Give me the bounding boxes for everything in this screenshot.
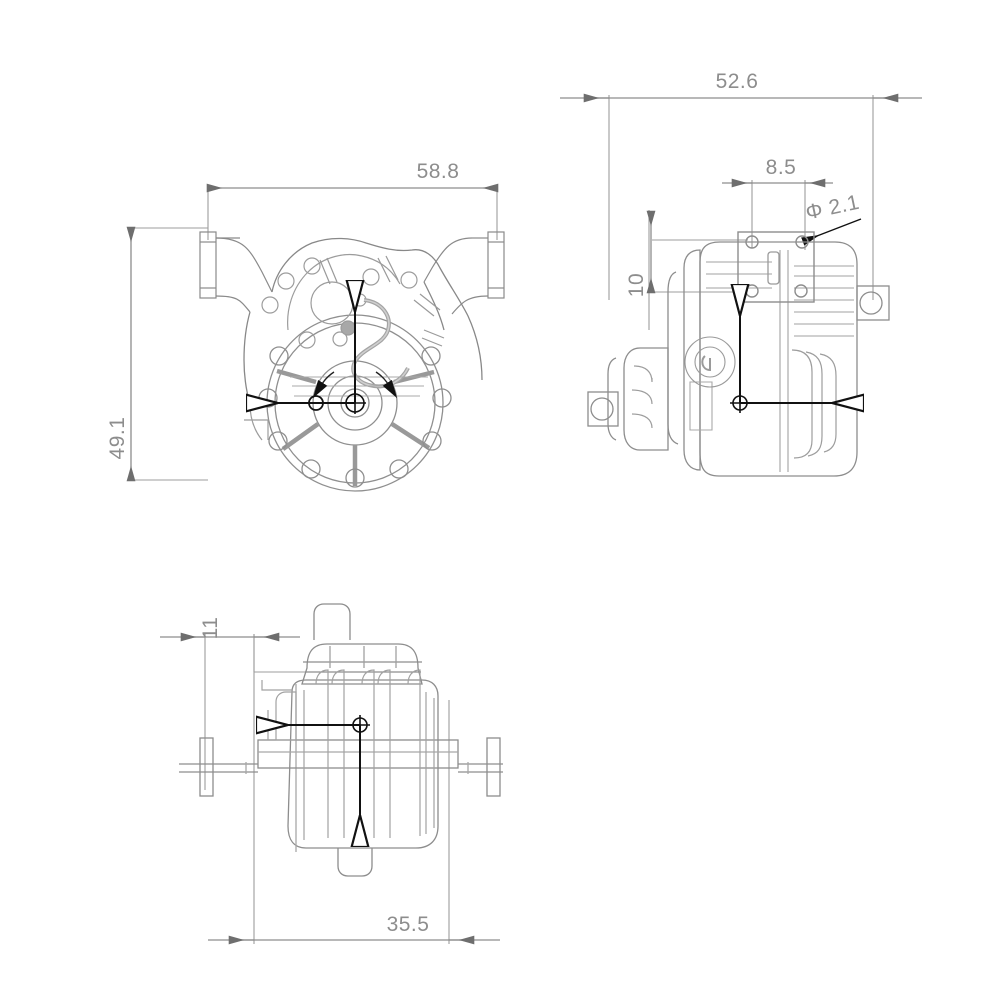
- dim-side-width-text: 52.6: [716, 70, 759, 93]
- dim-side-plate-offset: 10: [625, 210, 656, 297]
- side-left-tab: [587, 391, 619, 427]
- side-housing-body: [607, 241, 858, 477]
- front-bolt-circle: [258, 346, 452, 488]
- front-left-flange: [199, 231, 273, 313]
- front-right-flange: [423, 231, 505, 315]
- dim-side-width: 52.6: [560, 70, 922, 103]
- plate-corner-holes: [745, 235, 809, 298]
- bottom-fins: [303, 669, 435, 840]
- dim-front-width-text: 58.8: [417, 160, 460, 183]
- dim-bottom-offset: 11: [160, 617, 300, 642]
- bottom-view: 11 35.5: [160, 603, 503, 945]
- bottom-top-cap: [301, 603, 423, 685]
- front-center-marker: [308, 392, 366, 414]
- bottom-center-marker: [350, 715, 370, 735]
- side-center-marker: [730, 393, 750, 413]
- dim-front-height: 49.1: [106, 226, 136, 482]
- front-extension-lines: [128, 185, 498, 481]
- dim-front-width: 58.8: [206, 160, 499, 193]
- dim-bottom-offset-text: 11: [199, 617, 222, 640]
- dim-side-hole-spacing-text: 8.5: [766, 156, 797, 179]
- dim-bottom-width-text: 35.5: [387, 913, 430, 936]
- plate-center-slot: [767, 251, 780, 285]
- side-mounting-plate: [737, 231, 815, 303]
- front-view: 58.8 49.1: [106, 160, 505, 492]
- side-ribs-detail: [631, 250, 854, 472]
- front-axis-arrows: [248, 282, 366, 414]
- side-right-tab: [856, 285, 890, 321]
- side-axis-arrows: [730, 286, 862, 413]
- bottom-axle-shafts: [179, 737, 503, 797]
- bottom-axis-arrows: [258, 715, 370, 845]
- dim-bottom-width: 35.5: [208, 913, 500, 945]
- bottom-main-body: [257, 679, 459, 877]
- dim-front-height-text: 49.1: [106, 417, 129, 460]
- dim-side-hole-spacing: 8.5: [722, 156, 833, 188]
- dim-side-plate-offset-text: 10: [625, 273, 648, 297]
- front-rotation-arrows: [312, 371, 398, 399]
